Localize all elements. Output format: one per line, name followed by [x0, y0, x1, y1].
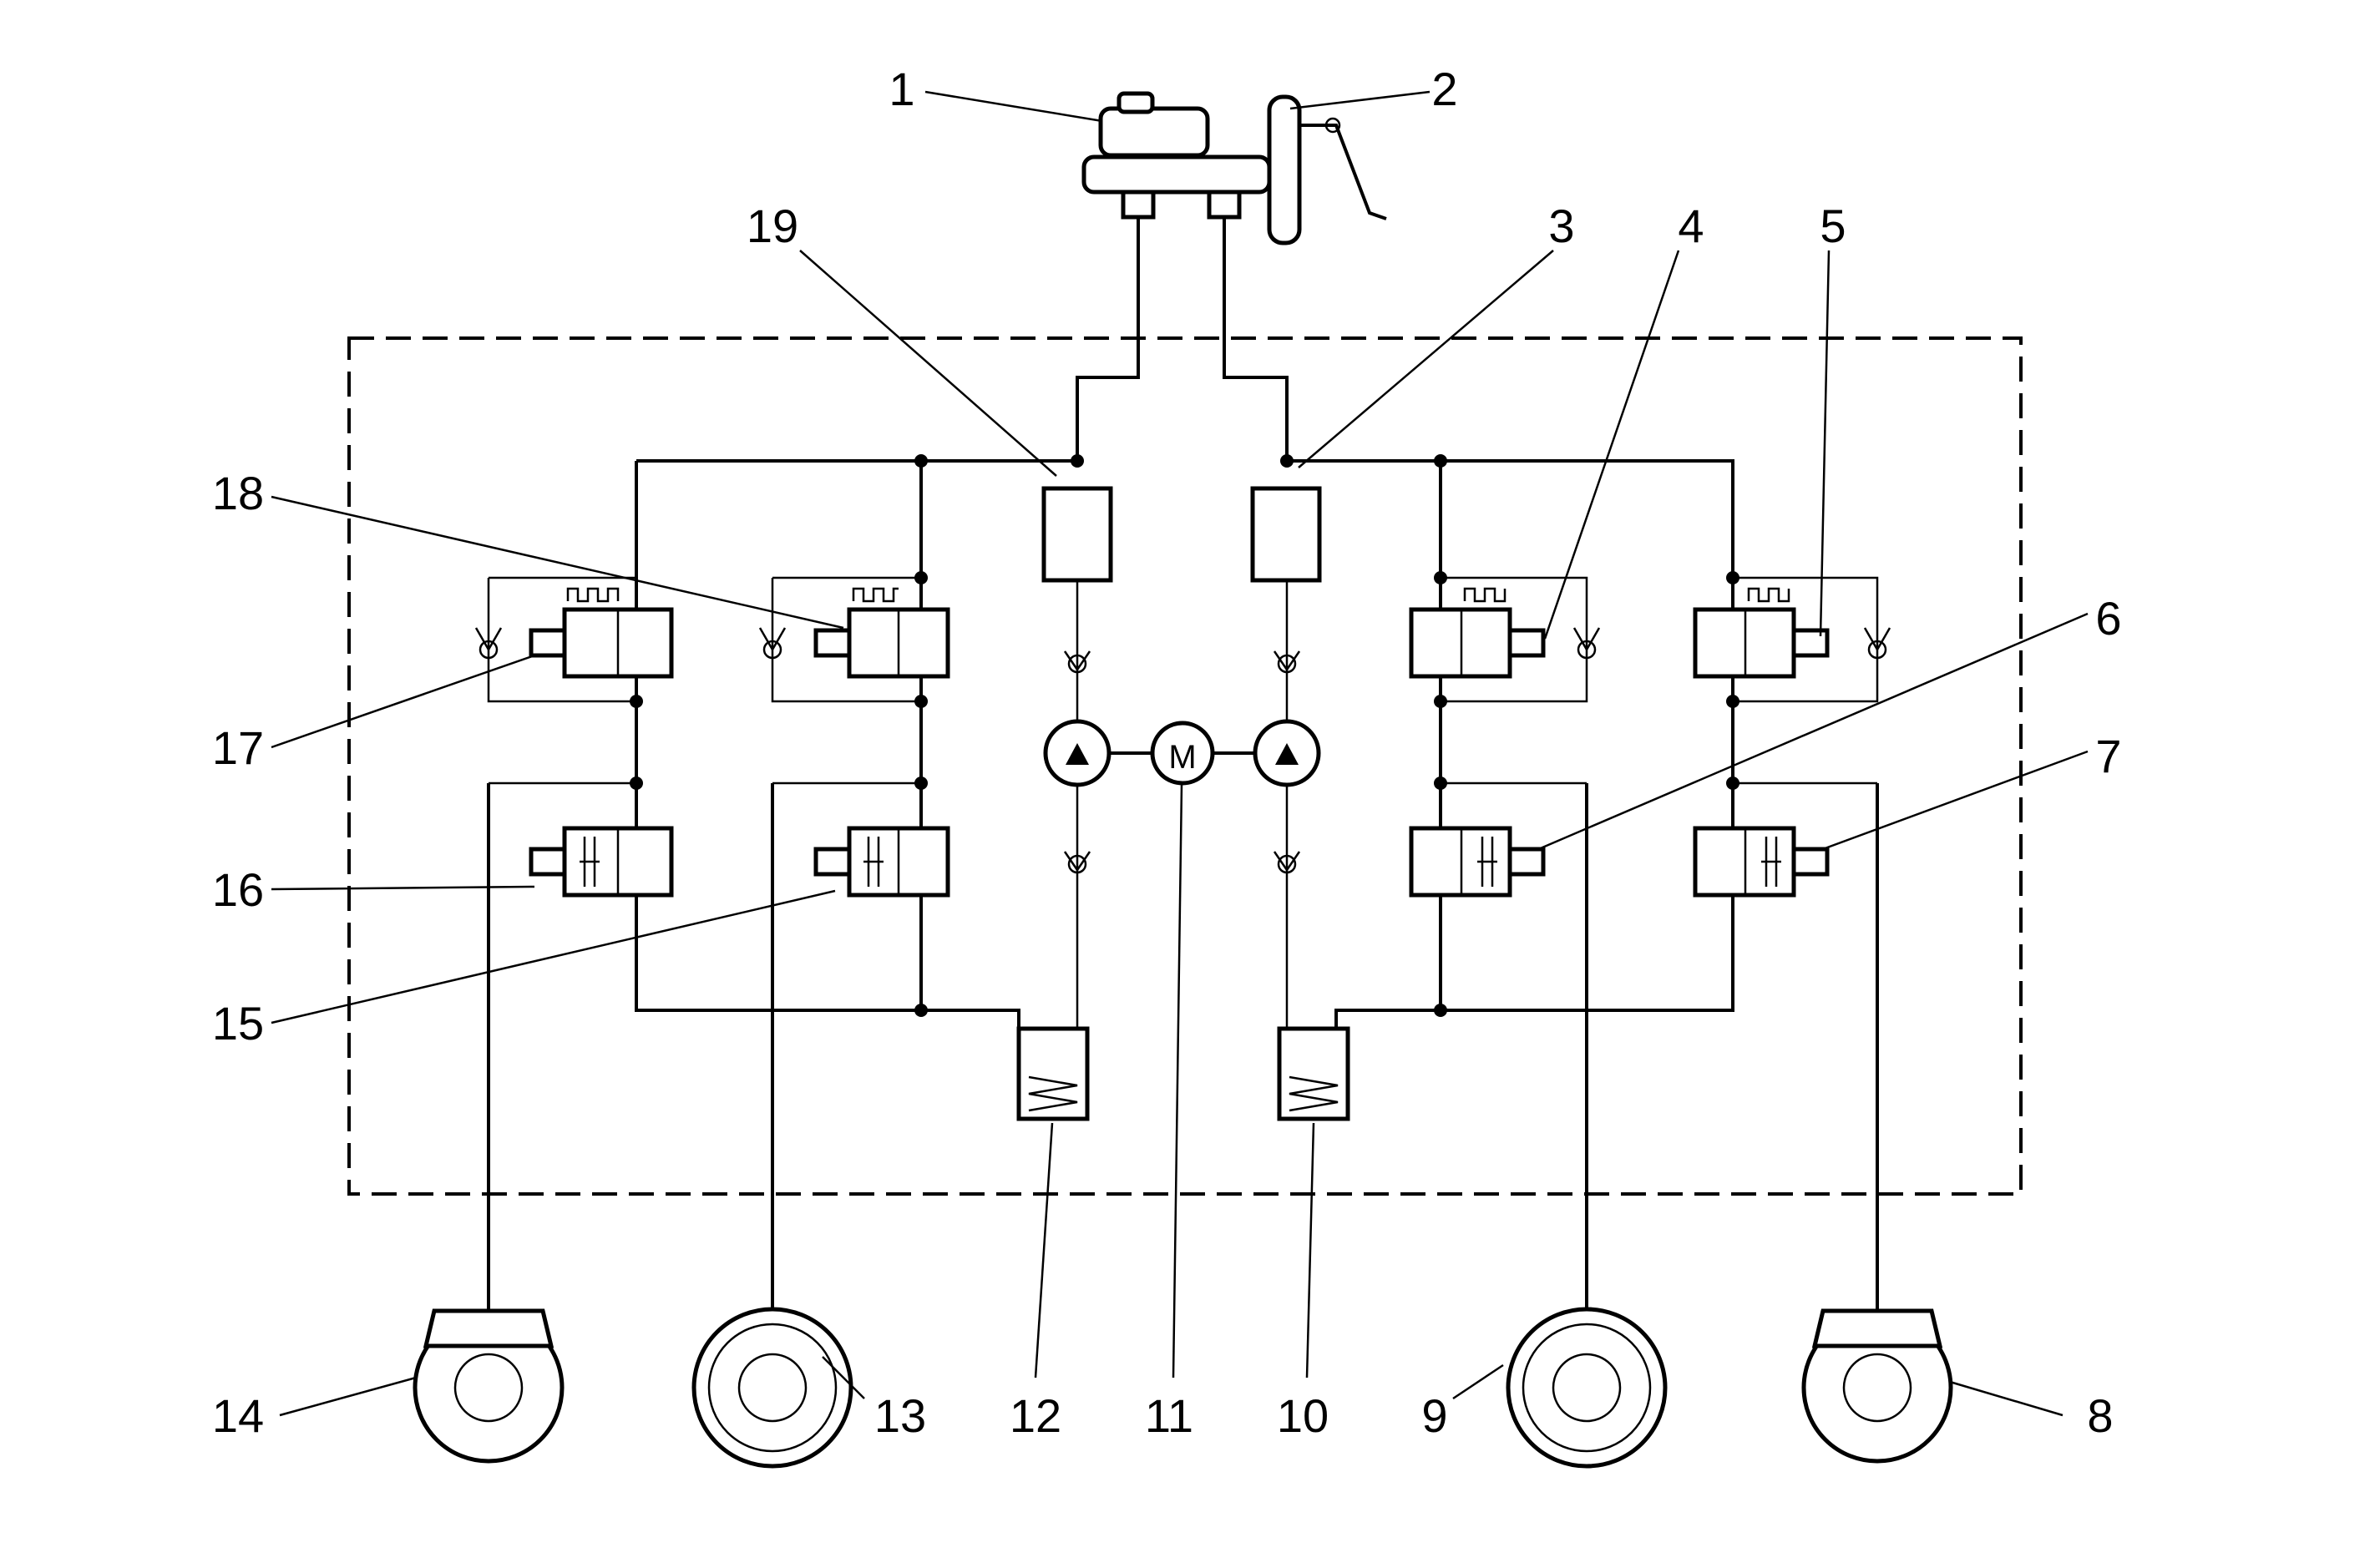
callout-17: 17 — [212, 721, 264, 774]
callout-8: 8 — [2087, 1389, 2113, 1442]
brake-pedal-linkage — [1299, 124, 1387, 220]
master-cylinder — [1081, 154, 1272, 195]
valve-left-outer-upper — [474, 576, 674, 703]
valve-right-inner-lower — [1409, 782, 1587, 898]
callout-5: 5 — [1820, 200, 1846, 252]
master-cylinder-port-left — [1121, 190, 1156, 220]
callout-6: 6 — [2095, 592, 2121, 645]
valve-left-outer-lower — [489, 782, 674, 898]
wheel-disc-right — [1801, 1308, 1953, 1464]
pump-left — [1043, 719, 1112, 787]
hydraulic-module-boundary — [347, 336, 2023, 1196]
wheel-disc-left — [413, 1308, 565, 1464]
callout-16: 16 — [212, 863, 264, 916]
wheel-drum-right — [1506, 1307, 1668, 1469]
valve-right-inner-upper — [1409, 576, 1601, 703]
valve-right-outer-upper — [1693, 576, 1891, 703]
brake-fluid-reservoir — [1098, 106, 1210, 158]
pump-motor: M — [1150, 721, 1215, 786]
callout-2: 2 — [1431, 63, 1457, 115]
callout-9: 9 — [1421, 1389, 1447, 1442]
callout-leaders — [271, 90, 2089, 1417]
callout-7: 7 — [2095, 730, 2121, 782]
callout-13: 13 — [874, 1389, 926, 1442]
reservoir-cap — [1117, 91, 1155, 114]
accumulator-right — [1277, 1026, 1350, 1121]
motor-symbol-label: M — [1168, 739, 1196, 776]
brake-booster — [1267, 94, 1302, 245]
valve-left-inner-upper — [758, 576, 950, 703]
callout-15: 15 — [212, 997, 264, 1050]
damper-chamber-left — [1041, 486, 1113, 583]
callout-19: 19 — [747, 200, 798, 252]
damper-chamber-right — [1250, 486, 1322, 583]
callout-3: 3 — [1548, 200, 1574, 252]
pedal-pivot — [1324, 117, 1341, 134]
callout-1: 1 — [889, 63, 914, 115]
pump-right — [1253, 719, 1321, 787]
master-cylinder-assembly — [1081, 91, 1387, 245]
master-cylinder-port-right — [1207, 190, 1242, 220]
callout-10: 10 — [1277, 1389, 1329, 1442]
callout-11: 11 — [1145, 1389, 1193, 1442]
callout-4: 4 — [1678, 200, 1704, 252]
callout-12: 12 — [1010, 1389, 1061, 1442]
wheel-drum-left — [691, 1307, 853, 1469]
callout-18: 18 — [212, 467, 264, 519]
accumulator-left — [1016, 1026, 1090, 1121]
callout-14: 14 — [212, 1389, 264, 1442]
valve-left-inner-lower — [772, 782, 950, 898]
valve-right-outer-lower — [1693, 782, 1877, 898]
